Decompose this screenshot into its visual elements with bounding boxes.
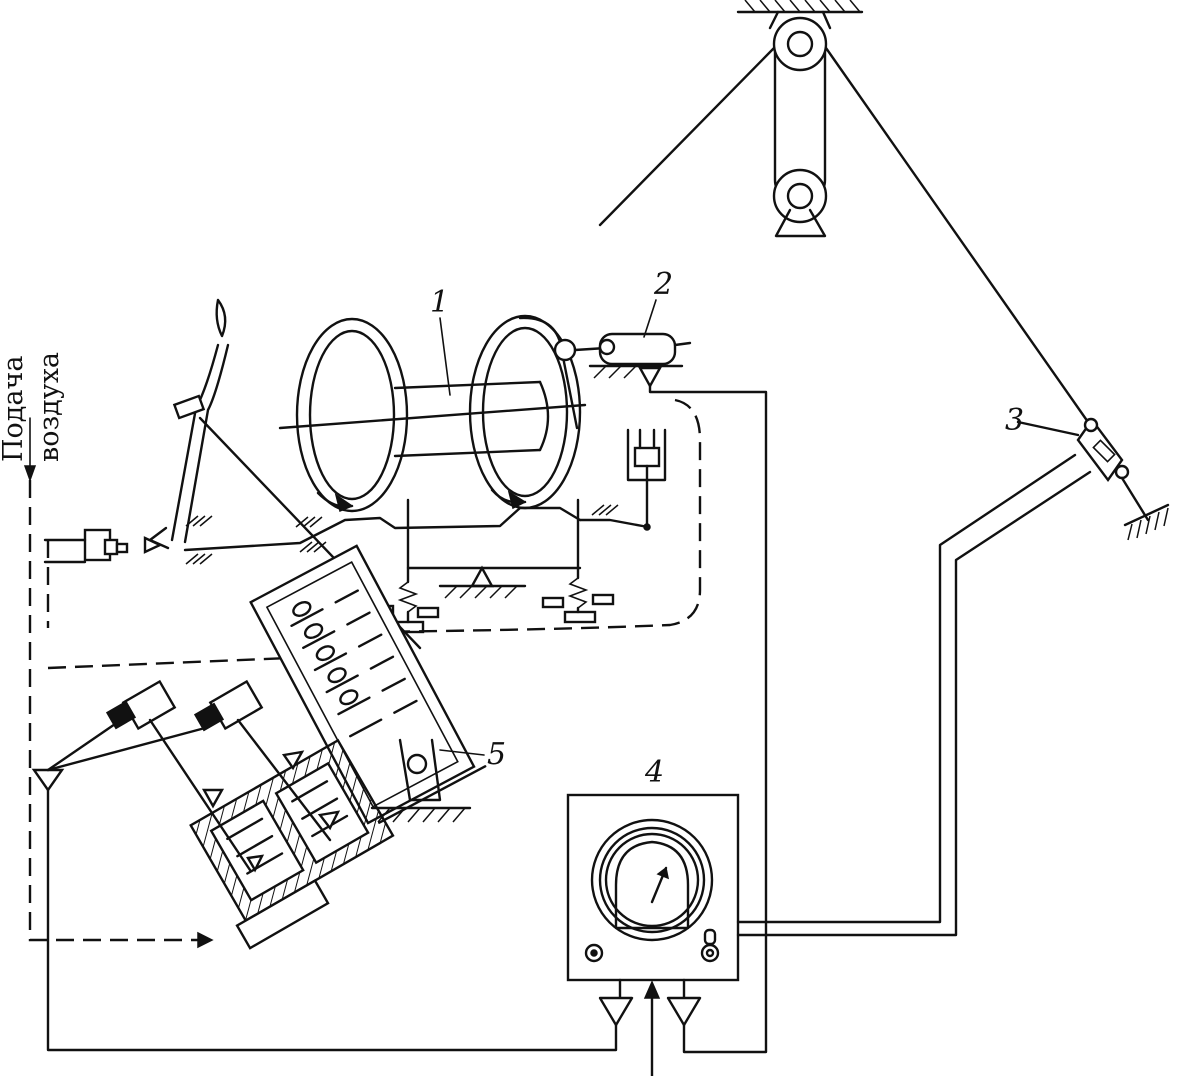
air-supply-word-1: Подача (0, 356, 29, 462)
brake-cylinder (626, 428, 667, 531)
label-3: 3 (1005, 403, 1024, 438)
pressure-regulator (31, 679, 618, 1052)
air-supply-lines (28, 398, 702, 949)
component-labels: 1 2 3 4 5 (430, 267, 1024, 790)
load-cell (1016, 417, 1170, 541)
air-supply-label: Подача воздуха (0, 352, 65, 483)
speed-sensor (573, 332, 768, 1054)
overhead-pulley-block (598, 0, 1090, 424)
label-1: 1 (430, 285, 449, 320)
control-valve-block (249, 544, 487, 825)
valve-block-pivot (370, 738, 472, 823)
brake-band (183, 498, 650, 634)
load-controller (566, 453, 1092, 1076)
air-supply-word-2: воздуха (34, 352, 65, 462)
label-4: 4 (644, 755, 664, 790)
label-2: 2 (653, 267, 673, 302)
label-5: 5 (487, 737, 506, 772)
winch-drum (278, 314, 587, 513)
